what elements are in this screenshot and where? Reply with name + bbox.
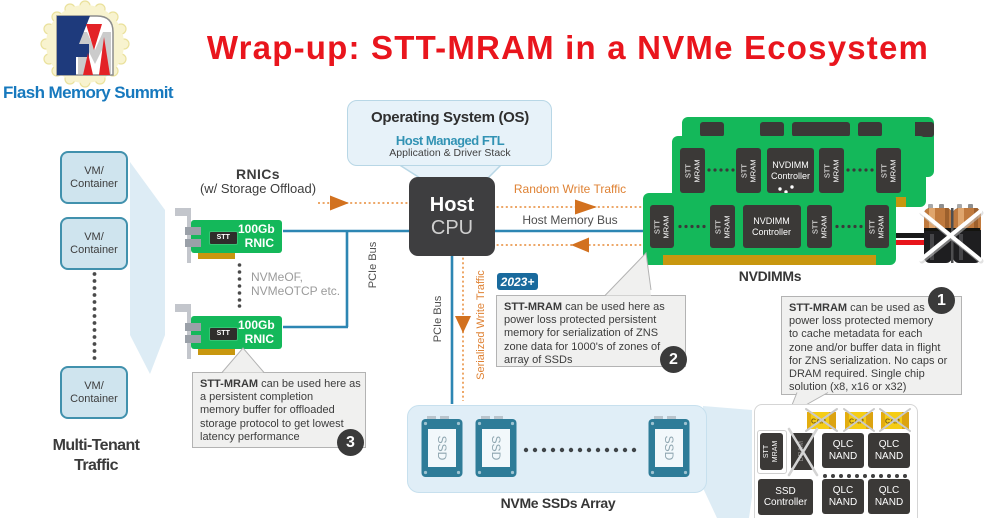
svg-text:SSD: SSD [435, 436, 449, 461]
svg-text:SSD: SSD [662, 436, 676, 461]
svg-text:SSD: SSD [489, 436, 503, 461]
